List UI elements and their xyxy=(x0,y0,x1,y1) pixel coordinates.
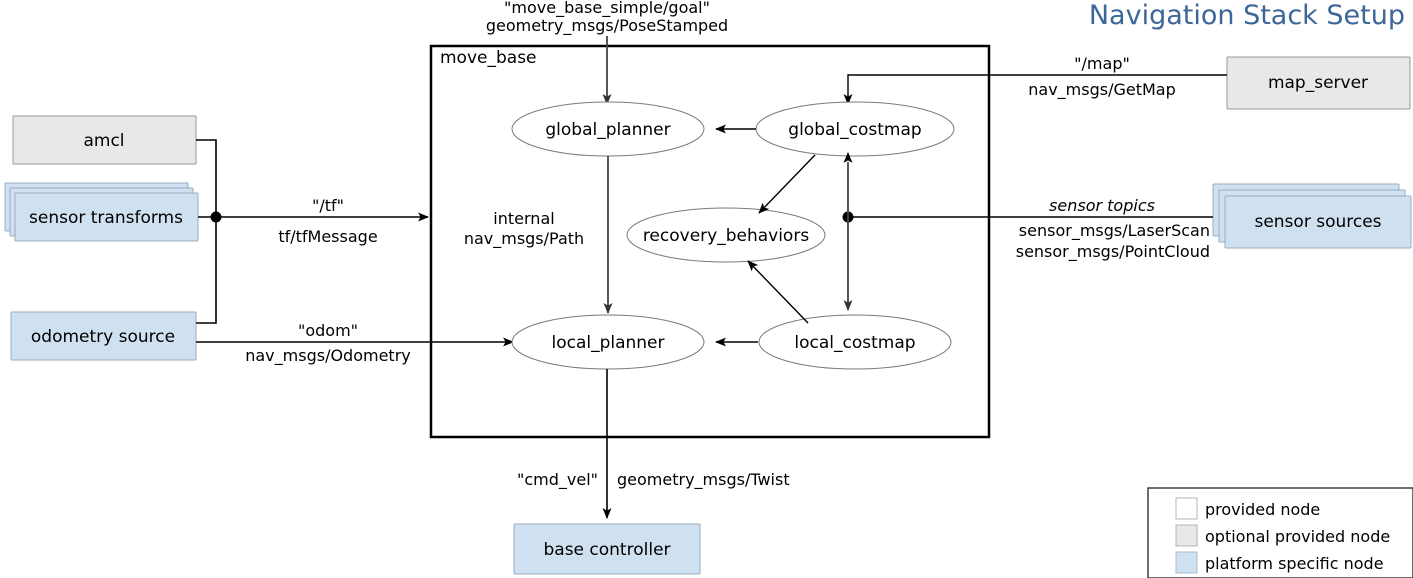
legend-swatch-optional-provided-node xyxy=(1175,524,1198,547)
node-odometry-source-label: odometry source xyxy=(31,327,175,347)
edge-label-goal-type: geometry_msgs/PoseStamped xyxy=(486,16,728,36)
node-sensor-sources-label: sensor sources xyxy=(1254,212,1381,232)
edge-label-map-type: nav_msgs/GetMap xyxy=(1028,80,1176,100)
node-recovery-behaviors-label: recovery_behaviors xyxy=(643,226,810,246)
node-local-planner[interactable] xyxy=(511,314,705,370)
node-local-planner-label: local_planner xyxy=(551,333,664,353)
edge-odom-to-tf-bus xyxy=(196,217,217,324)
edge-local-costmap-to-recovery xyxy=(747,260,809,324)
page-title: Navigation Stack Setup xyxy=(1089,0,1405,31)
edge-label-odom-type: nav_msgs/Odometry xyxy=(245,346,411,366)
node-map-server-label: map_server xyxy=(1268,73,1368,93)
move-base-container xyxy=(429,44,991,439)
edge-label-cmdvel-topic: "cmd_vel" xyxy=(517,470,598,490)
edge-label-internal-topic: internal xyxy=(493,209,554,228)
node-base-controller[interactable] xyxy=(513,523,701,575)
edge-label-sensor-topic: sensor topics xyxy=(1049,196,1155,215)
node-local-costmap-label: local_costmap xyxy=(794,333,915,353)
node-local-costmap[interactable] xyxy=(758,314,952,370)
node-sensor-sources[interactable] xyxy=(1224,195,1412,249)
edge-label-tf-type: tf/tfMessage xyxy=(278,227,377,246)
node-amcl-label: amcl xyxy=(83,131,124,151)
legend-label-provided-node: provided node xyxy=(1205,500,1320,519)
node-global-planner-label: global_planner xyxy=(545,120,670,140)
legend-swatch-platform-specific-node xyxy=(1175,551,1198,574)
edge-global-costmap-to-recovery xyxy=(758,154,816,214)
edge-label-sensor-type-2: sensor_msgs/PointCloud xyxy=(1016,242,1210,262)
edge-label-goal-topic: "move_base_simple/goal" xyxy=(504,0,710,18)
edge-label-cmdvel-type: geometry_msgs/Twist xyxy=(617,470,790,490)
edge-label-sensor-type-1: sensor_msgs/LaserScan xyxy=(1019,221,1210,241)
edge-amcl-to-tf-bus xyxy=(196,139,217,217)
node-map-server[interactable] xyxy=(1226,56,1411,110)
node-global-costmap-label: global_costmap xyxy=(788,120,921,140)
node-recovery-behaviors[interactable] xyxy=(626,207,826,263)
node-sensor-transforms-label: sensor transforms xyxy=(29,208,183,228)
node-odometry-source[interactable] xyxy=(10,311,197,361)
edge-map-to-global-costmap xyxy=(843,74,1227,105)
legend-label-platform-specific-node: platform specific node xyxy=(1205,554,1384,573)
edge-label-tf-topic: "/tf" xyxy=(312,196,344,215)
legend-label-optional-provided-node: optional provided node xyxy=(1205,527,1390,546)
node-base-controller-label: base controller xyxy=(543,540,670,560)
edge-label-odom-topic: "odom" xyxy=(298,321,358,340)
edge-label-internal-type: nav_msgs/Path xyxy=(464,229,584,249)
legend-swatch-provided-node xyxy=(1175,497,1198,520)
move-base-label: move_base xyxy=(440,48,537,68)
edge-label-map-topic: "/map" xyxy=(1074,54,1130,73)
